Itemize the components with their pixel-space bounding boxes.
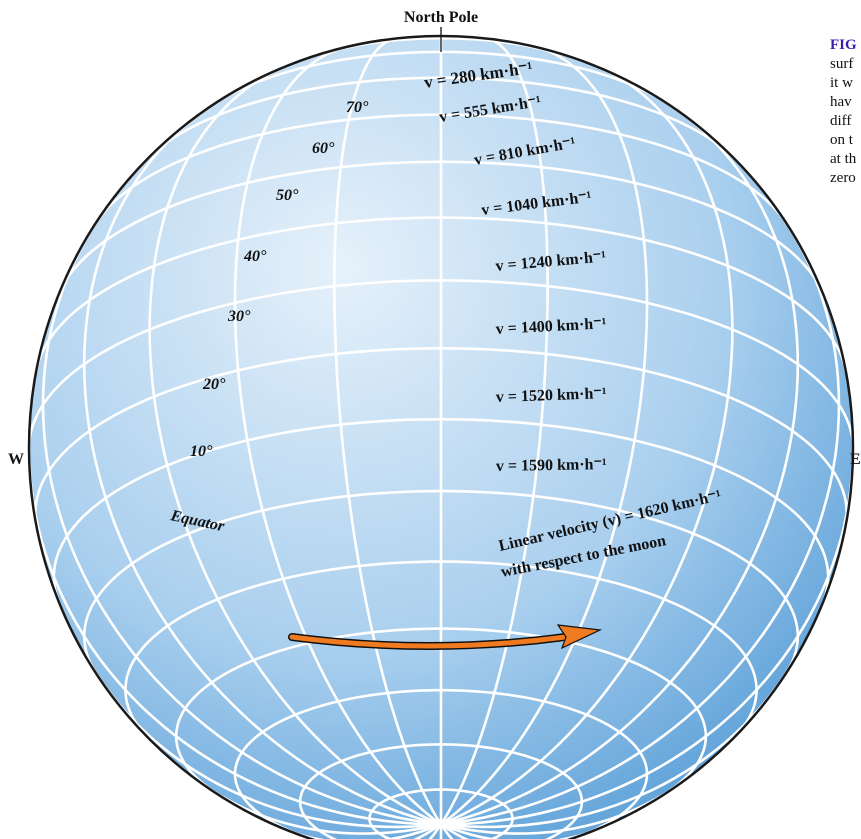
caption-line-3: hav (830, 94, 852, 110)
north-pole-label: North Pole (404, 9, 478, 26)
longitude-line (233, 44, 442, 826)
longitude-line (440, 64, 734, 826)
caption-title: FIG (830, 37, 857, 53)
longitude-line (41, 211, 442, 826)
figure-caption: FIG surf it w hav diff on t at th zero (830, 36, 861, 188)
longitude-line (439, 37, 549, 826)
longitude-line (440, 44, 649, 826)
velocity-label-20: v = 1520 km·h⁻¹ (496, 385, 608, 406)
globe-grid (29, 36, 853, 839)
rotation-arrow-shaft-fill (289, 634, 568, 649)
west-label: W (8, 451, 24, 468)
caption-line-2: it w (830, 75, 853, 91)
caption-line-7: zero (830, 170, 856, 186)
longitude-line (397, 823, 443, 839)
caption-line-1: surf (830, 56, 854, 72)
longitude-line (344, 823, 442, 839)
latitude-label-10: 10° (190, 443, 213, 460)
velocity-label-10: v = 1590 km·h⁻¹ (496, 456, 607, 475)
longitude-line (440, 104, 800, 826)
longitude-line (29, 434, 442, 826)
velocity-label-30: v = 1400 km·h⁻¹ (495, 315, 607, 338)
longitude-line (440, 211, 841, 826)
longitude-line (148, 64, 442, 826)
latitude-label-70: 70° (346, 99, 369, 116)
longitude-line (440, 434, 853, 826)
latitude-label-20: 20° (202, 376, 226, 393)
latitude-label-40: 40° (243, 248, 267, 265)
caption-line-4: diff (830, 113, 852, 129)
latitude-label-50: 50° (276, 187, 299, 204)
latitude-label-60: 60° (312, 140, 335, 157)
rotation-arrow-head (556, 624, 603, 650)
caption-line-6: at th (830, 151, 857, 167)
longitude-line (333, 37, 443, 826)
longitude-line (439, 823, 485, 839)
east-label: E (850, 451, 861, 468)
longitude-line (440, 823, 538, 839)
caption-line-5: on t (830, 132, 853, 148)
longitude-line (82, 104, 442, 826)
latitude-label-30: 30° (227, 308, 251, 325)
